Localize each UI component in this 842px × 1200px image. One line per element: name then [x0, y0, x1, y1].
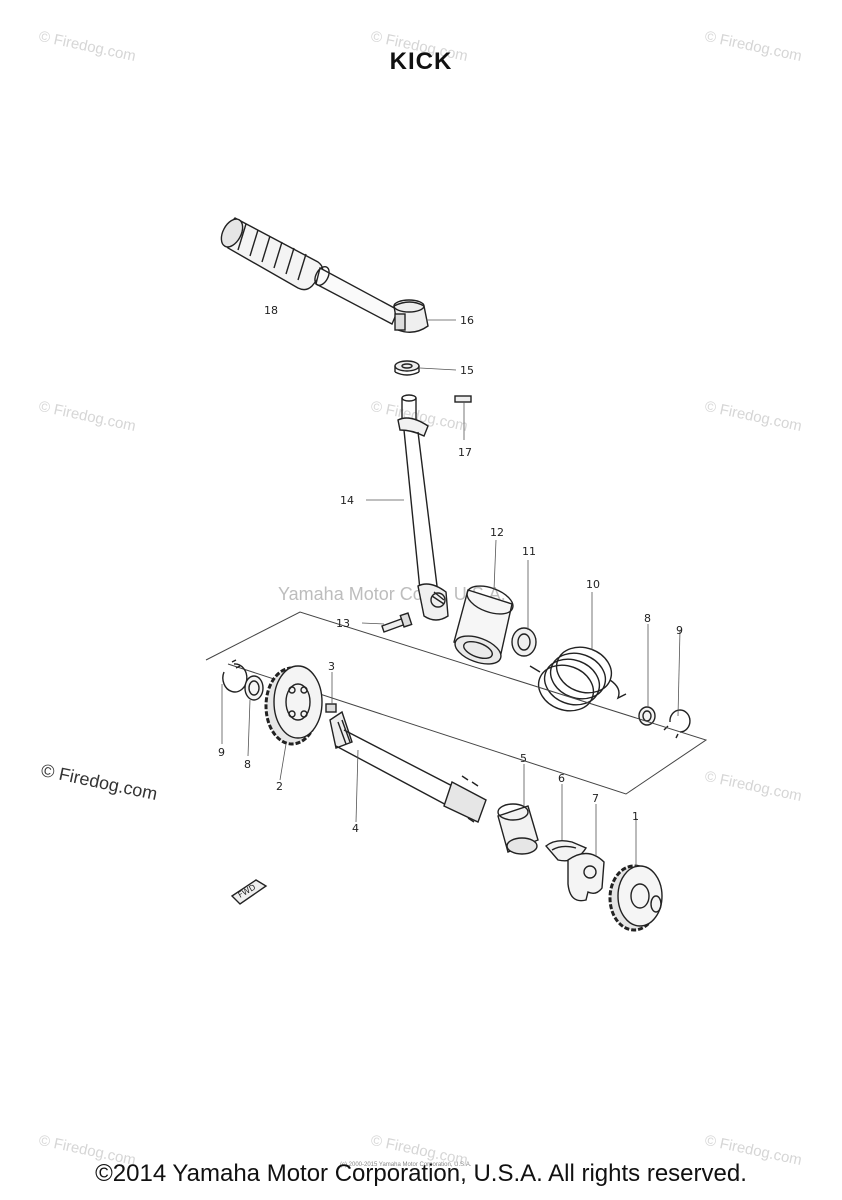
forward-arrow-icon	[230, 879, 268, 905]
washer-right-part	[638, 706, 656, 726]
circlip-right-part	[663, 709, 691, 739]
kick-crank-part	[397, 394, 449, 621]
collar-part	[453, 585, 514, 665]
footer-copyright: ©2014 Yamaha Motor Corporation, U.S.A. A…	[95, 1160, 747, 1187]
kick-lever-arm-part	[314, 266, 399, 325]
part-label-7: 7	[592, 792, 599, 805]
part-label-4: 4	[352, 822, 359, 835]
part-label-13: 13	[336, 617, 350, 630]
part-label-17: 17	[458, 446, 472, 459]
assembly-outline	[205, 611, 708, 795]
bolt-part	[381, 612, 413, 633]
part-label-15: 15	[460, 364, 474, 377]
part-label-12: 12	[490, 526, 504, 539]
part-label-11: 11	[522, 545, 536, 558]
part-label-1: 1	[632, 810, 639, 823]
idler-gear-part	[608, 864, 663, 932]
part-label-10: 10	[586, 578, 600, 591]
page-title: KICK	[389, 48, 453, 75]
circlip-left-part	[222, 659, 248, 693]
center-watermark: Yamaha Motor Corp., U.S.A.	[278, 584, 506, 604]
kick-gear-part	[264, 665, 323, 746]
torsion-spring-part	[529, 646, 627, 712]
part-label-18: 18	[264, 304, 278, 317]
washer-part	[394, 360, 420, 376]
part-label-9-left: 9	[218, 746, 225, 759]
part-label-6: 6	[558, 772, 565, 785]
washer-left-part	[244, 675, 264, 701]
kick-grip-part	[220, 217, 324, 291]
part-label-3: 3	[328, 660, 335, 673]
part-label-14: 14	[340, 494, 354, 507]
bushing-part	[511, 627, 537, 657]
part-label-9-right: 9	[676, 624, 683, 637]
part-label-8-right: 8	[644, 612, 651, 625]
ratchet-part	[497, 803, 539, 855]
clip-part	[325, 703, 337, 713]
kick-axle-part	[329, 710, 487, 823]
part-label-8-left: 8	[244, 758, 251, 771]
guide-plate-part	[567, 852, 605, 902]
pin-part	[454, 395, 472, 403]
part-label-5: 5	[520, 752, 527, 765]
small-copyright-text: (c) 2000-2015 Yamaha Motor Corporation, …	[340, 1162, 472, 1168]
lever-boss-part	[393, 299, 429, 333]
part-label-16: 16	[460, 314, 474, 327]
part-label-2: 2	[276, 780, 283, 793]
